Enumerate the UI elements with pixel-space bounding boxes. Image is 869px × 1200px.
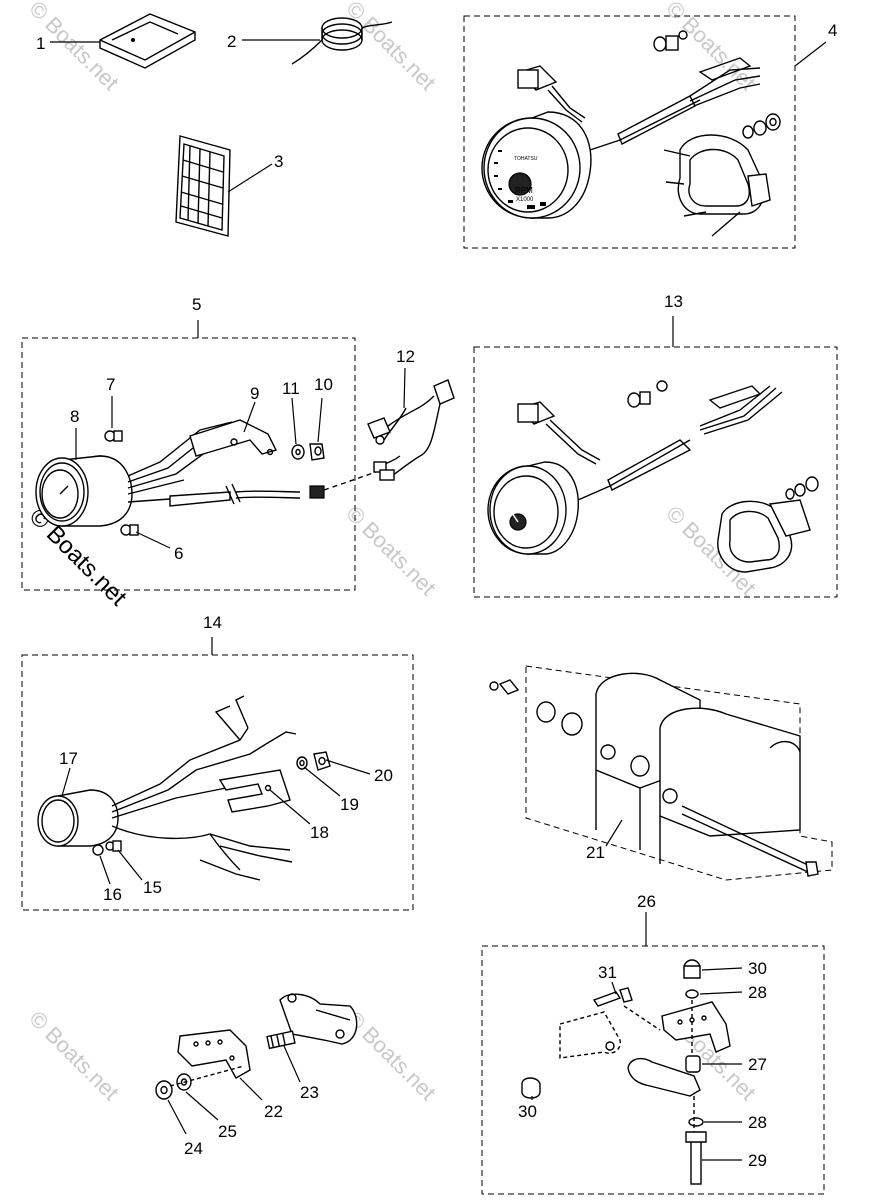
callout-19: 19 [340, 795, 359, 814]
callout-2: 2 [227, 32, 236, 51]
callout-10: 10 [314, 375, 333, 394]
callout-16: 16 [103, 885, 122, 904]
tach-brand-label: TOHATSU [514, 156, 538, 162]
part-22-bracket-group [155, 993, 358, 1135]
part-3-label-card [175, 135, 273, 237]
callout-7: 7 [106, 375, 115, 394]
assembly-box-5 [21, 337, 356, 591]
assembly-box-26 [481, 945, 825, 1195]
callout-12: 12 [396, 347, 415, 366]
callout-6: 6 [174, 544, 183, 563]
assembly-box-14 [21, 654, 414, 911]
callout-14: 14 [203, 613, 222, 632]
part-13-tachometer [487, 380, 819, 573]
part-21-mount-assembly [489, 665, 833, 881]
watermark: © Boats.net [341, 501, 440, 600]
callout-26: 26 [637, 892, 656, 911]
assembly-box-13 [473, 346, 838, 598]
callout-31: 31 [598, 963, 617, 982]
callout-17: 17 [59, 749, 78, 768]
callout-22: 22 [264, 1102, 283, 1121]
callout-11: 11 [282, 379, 300, 398]
watermark-group: © Boats.net © Boats.net © Boats.net © Bo… [24, 0, 761, 1105]
callout-18: 18 [310, 823, 329, 842]
callout-28-top: 28 [748, 983, 767, 1002]
callout-24: 24 [184, 1139, 203, 1158]
callout-1: 1 [36, 34, 45, 53]
callout-28-bottom: 28 [748, 1113, 767, 1132]
part-2-wire-coil [242, 17, 393, 65]
callout-9: 9 [250, 384, 259, 403]
part-12-harness [367, 367, 455, 481]
tach-scale-label: X1000 [516, 197, 534, 203]
callout-23: 23 [300, 1083, 319, 1102]
callout-5: 5 [192, 295, 201, 314]
part-8-gauge-assembly [35, 396, 377, 549]
part-26-link-assembly [521, 959, 743, 1185]
callout-29: 29 [748, 1151, 767, 1170]
callout-4: 4 [828, 21, 837, 40]
part-1-pouch [50, 13, 196, 69]
callout-25: 25 [218, 1122, 237, 1141]
assembly-box-4 [463, 15, 796, 249]
callout-13: 13 [664, 292, 683, 311]
callout-3: 3 [274, 152, 283, 171]
callout-27: 27 [748, 1055, 767, 1074]
part-4-tachometer: RPM X1000 TOHATSU [481, 30, 781, 237]
callout-20: 20 [374, 766, 393, 785]
tach-rpm-label: RPM [515, 186, 533, 195]
part-17-gauge-assembly [37, 695, 371, 885]
callout-30-top: 30 [748, 959, 767, 978]
callout-30-bottom: 30 [518, 1102, 537, 1121]
watermark: © Boats.net [24, 1006, 123, 1105]
callout-8: 8 [70, 407, 79, 426]
callout-21: 21 [586, 843, 605, 862]
callout-15: 15 [143, 878, 162, 897]
